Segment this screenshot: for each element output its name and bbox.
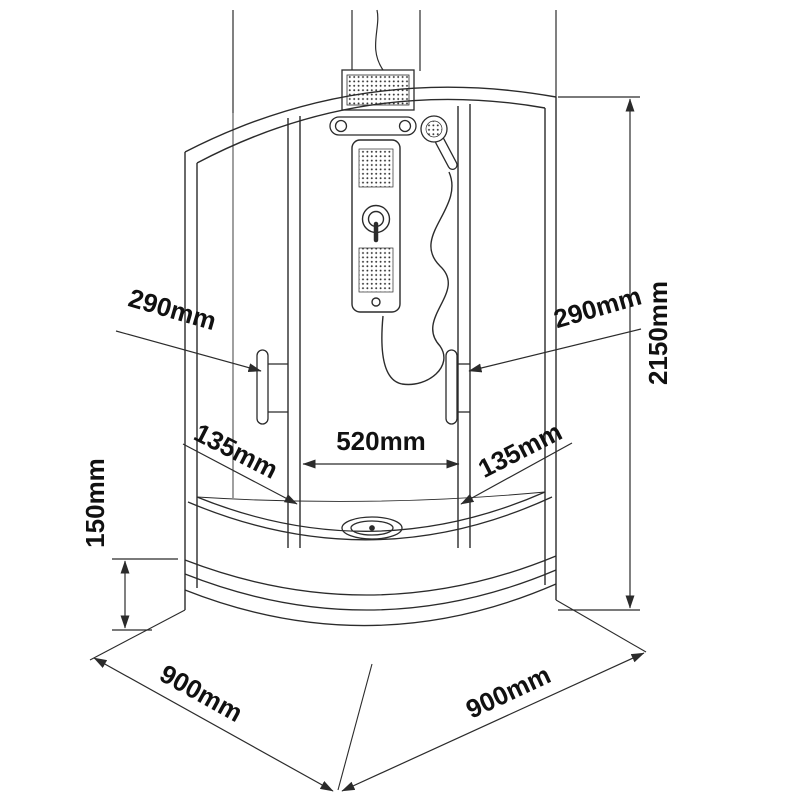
right-glass-panel bbox=[457, 97, 557, 600]
dimension-side-left: 135mm bbox=[182, 417, 298, 505]
shower-hose bbox=[381, 171, 453, 386]
left-glass-panel bbox=[184, 113, 301, 610]
dim-label-door-opening: 520mm bbox=[336, 426, 426, 456]
dimension-door-opening: 520mm bbox=[302, 426, 460, 469]
dimension-base-left: 900mm bbox=[93, 657, 334, 792]
dimension-handle-left: 290mm bbox=[115, 283, 262, 372]
dim-label-side-right: 135mm bbox=[473, 416, 566, 483]
hand-shower bbox=[420, 115, 458, 171]
roof-frame bbox=[184, 86, 557, 164]
drain bbox=[341, 516, 403, 540]
light-bar bbox=[329, 116, 417, 136]
dim-label-side-left: 135mm bbox=[189, 417, 282, 484]
dimension-handle-right: 290mm bbox=[468, 281, 645, 373]
dimension-base-right: 900mm bbox=[341, 652, 645, 792]
ceiling-lines bbox=[232, 9, 557, 113]
top-shower-head bbox=[341, 69, 415, 111]
dim-label-handle-left: 290mm bbox=[125, 283, 219, 337]
dimension-tray-height: 150mm bbox=[80, 458, 178, 631]
dimension-total-height: 2150mm bbox=[558, 96, 673, 611]
door-handle-right bbox=[445, 349, 470, 425]
shower-column bbox=[351, 139, 401, 313]
door-handle-left bbox=[256, 349, 288, 425]
shower-tray bbox=[184, 491, 557, 627]
dim-label-total-height: 2150mm bbox=[643, 281, 673, 385]
tray-apron bbox=[184, 555, 557, 627]
dim-label-tray-height: 150mm bbox=[80, 458, 110, 548]
floor-lines bbox=[89, 599, 647, 791]
